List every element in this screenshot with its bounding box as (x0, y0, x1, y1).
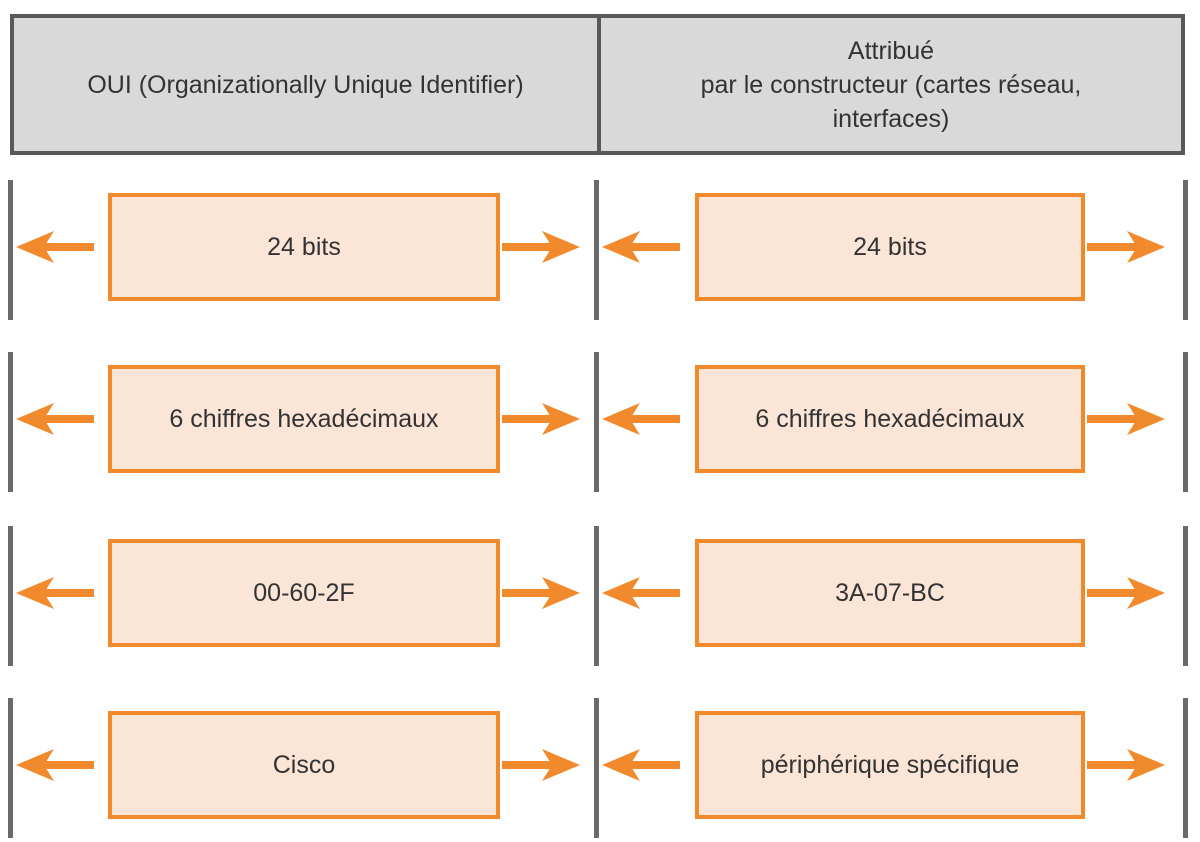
arrow-right-icon (1087, 743, 1167, 787)
vendor-box-label: périphérique spécifique (760, 750, 1020, 779)
mac-row-4: Cisco périphérique spécifique (0, 698, 1200, 838)
oui-box-label: Cisco (272, 750, 336, 779)
mac-row-3: 00-60-2F 3A-07-BC (0, 526, 1200, 666)
vendor-header-line-1: Attribué (847, 36, 935, 65)
vendor-box-label: 24 bits (853, 232, 927, 261)
boundary-line-right (1183, 352, 1188, 492)
boundary-line-right (1183, 526, 1188, 666)
oui-box: 6 chiffres hexadécimaux (108, 365, 500, 473)
vendor-box: 24 bits (695, 193, 1085, 301)
vendor-box: périphérique spécifique (695, 711, 1085, 819)
boundary-line-middle (594, 526, 599, 666)
arrow-right-icon (502, 743, 582, 787)
arrow-right-icon (502, 571, 582, 615)
arrow-left-icon (600, 225, 680, 269)
oui-box-label: 6 chiffres hexadécimaux (169, 404, 439, 433)
arrow-right-icon (1087, 397, 1167, 441)
arrow-left-icon (14, 743, 94, 787)
vendor-box: 6 chiffres hexadécimaux (695, 365, 1085, 473)
arrow-left-icon (600, 397, 680, 441)
arrow-left-icon (14, 397, 94, 441)
arrow-left-icon (14, 225, 94, 269)
arrow-right-icon (1087, 225, 1167, 269)
arrow-left-icon (14, 571, 94, 615)
arrow-right-icon (502, 397, 582, 441)
oui-box: 00-60-2F (108, 539, 500, 647)
boundary-line-left (8, 698, 13, 838)
oui-header-label: OUI (Organizationally Unique Identifier) (87, 70, 524, 99)
boundary-line-right (1183, 698, 1188, 838)
oui-box-label: 24 bits (267, 232, 341, 261)
boundary-line-right (1183, 180, 1188, 320)
oui-box: 24 bits (108, 193, 500, 301)
mac-row-1: 24 bits 24 bits (0, 180, 1200, 320)
mac-row-2: 6 chiffres hexadécimaux 6 chiffres hexadé… (0, 352, 1200, 492)
arrow-right-icon (1087, 571, 1167, 615)
boundary-line-middle (594, 352, 599, 492)
boundary-line-middle (594, 698, 599, 838)
vendor-header-line-3: interfaces) (832, 104, 950, 133)
header-divider (597, 18, 601, 151)
vendor-box-label: 6 chiffres hexadécimaux (755, 404, 1025, 433)
mac-address-header: OUI (Organizationally Unique Identifier)… (10, 14, 1185, 155)
arrow-left-icon (600, 571, 680, 615)
oui-box-label: 00-60-2F (253, 578, 355, 607)
boundary-line-left (8, 526, 13, 666)
arrow-left-icon (600, 743, 680, 787)
vendor-box-label: 3A-07-BC (835, 578, 945, 607)
arrow-right-icon (502, 225, 582, 269)
oui-header-cell: OUI (Organizationally Unique Identifier) (14, 18, 597, 151)
boundary-line-left (8, 180, 13, 320)
vendor-assigned-header-cell: Attribué par le constructeur (cartes rés… (601, 18, 1181, 151)
vendor-header-line-2: par le constructeur (cartes réseau, (700, 70, 1082, 99)
boundary-line-left (8, 352, 13, 492)
oui-box: Cisco (108, 711, 500, 819)
boundary-line-middle (594, 180, 599, 320)
vendor-box: 3A-07-BC (695, 539, 1085, 647)
